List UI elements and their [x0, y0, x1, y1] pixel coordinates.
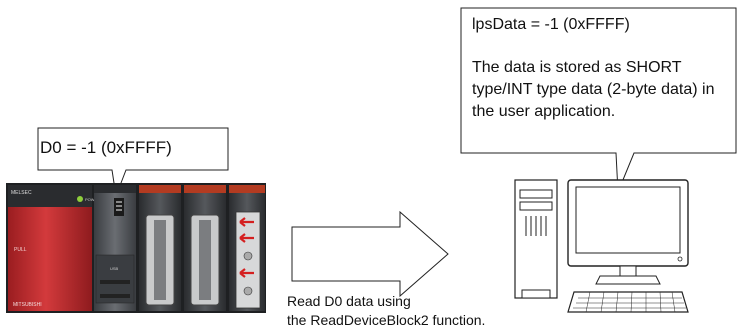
io-module-1: [139, 185, 181, 311]
pc-callout-title: lpsData = -1 (0xFFFF): [472, 16, 630, 33]
plc-brand-top: MELSEC: [11, 190, 32, 196]
plc-callout-text: D0 = -1 (0xFFFF): [40, 138, 172, 157]
arrow-caption-line1: Read D0 data using: [287, 293, 411, 309]
cpu-module: USB: [94, 185, 136, 311]
arrow-caption: Read D0 data using the ReadDeviceBlock2 …: [287, 292, 517, 330]
io-module-2: [184, 185, 226, 311]
plc-brand-bottom: MITSUBISHI: [13, 302, 42, 308]
block-arrow-right: [291, 210, 449, 298]
plc-switch-label: PULL: [14, 247, 27, 253]
desktop-computer-icon: [514, 179, 689, 313]
power-supply-module: MELSEC POWER PULL MITSUBISHI: [8, 185, 100, 311]
plc-status-label: POWER: [85, 197, 100, 202]
pc-callout-body: The data is stored as SHORT type/INT typ…: [472, 59, 715, 120]
plc-port-label: USB: [110, 266, 119, 271]
plc-unit: MELSEC POWER PULL MITSUBISHI USB: [6, 183, 266, 313]
io-module-3: [229, 185, 265, 311]
power-led-icon: [77, 196, 83, 202]
pc-callout: [460, 7, 737, 193]
arrow-caption-line2: the ReadDeviceBlock2 function.: [287, 312, 486, 328]
